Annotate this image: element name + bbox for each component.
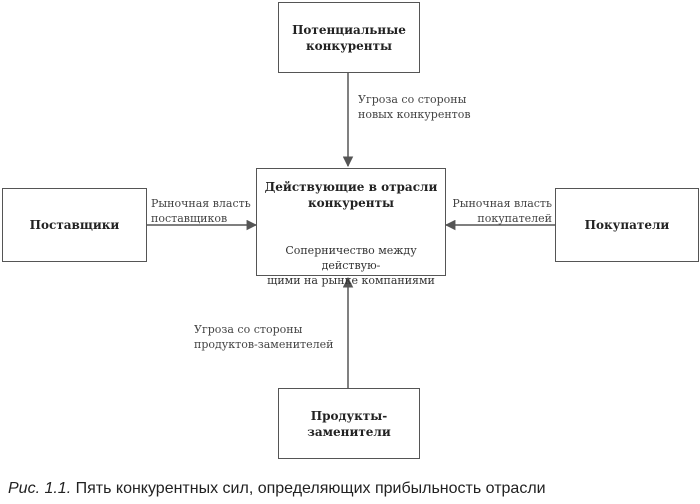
node-substitutes-label: Продукты-заменители bbox=[307, 408, 391, 439]
figure-caption: Рис. 1.1. Пять конкурентных сил, определ… bbox=[8, 480, 546, 498]
figure-caption-text: Пять конкурентных сил, определяющих приб… bbox=[75, 480, 546, 497]
edge-label-supplier-power: Рыночная власть поставщиков bbox=[151, 197, 251, 225]
node-industry-rivalry-text: Соперничество между действую- щими на ры… bbox=[267, 244, 435, 287]
edge-label-new-entrants: Угроза со стороны новых конкурентов bbox=[358, 93, 471, 121]
node-industry-competitors-title: Действующие в отрасли конкуренты bbox=[264, 180, 438, 210]
node-substitutes: Продукты-заменители bbox=[278, 388, 420, 459]
node-potential-competitors-label: Потенциальные конкуренты bbox=[292, 22, 406, 53]
node-potential-competitors: Потенциальные конкуренты bbox=[278, 2, 420, 73]
figure-number: Рис. 1.1. bbox=[8, 480, 72, 497]
edge-label-substitute-threat: Угроза со стороны продуктов-заменителей bbox=[194, 323, 334, 351]
edge-label-buyer-power: Рыночная власть покупателей bbox=[452, 197, 552, 225]
node-buyers: Покупатели bbox=[555, 188, 699, 262]
node-industry-competitors: Действующие в отрасли конкуренты Соперни… bbox=[256, 168, 446, 287]
node-suppliers-label: Поставщики bbox=[29, 218, 120, 232]
node-suppliers: Поставщики bbox=[2, 188, 147, 262]
node-buyers-label: Покупатели bbox=[584, 218, 670, 232]
